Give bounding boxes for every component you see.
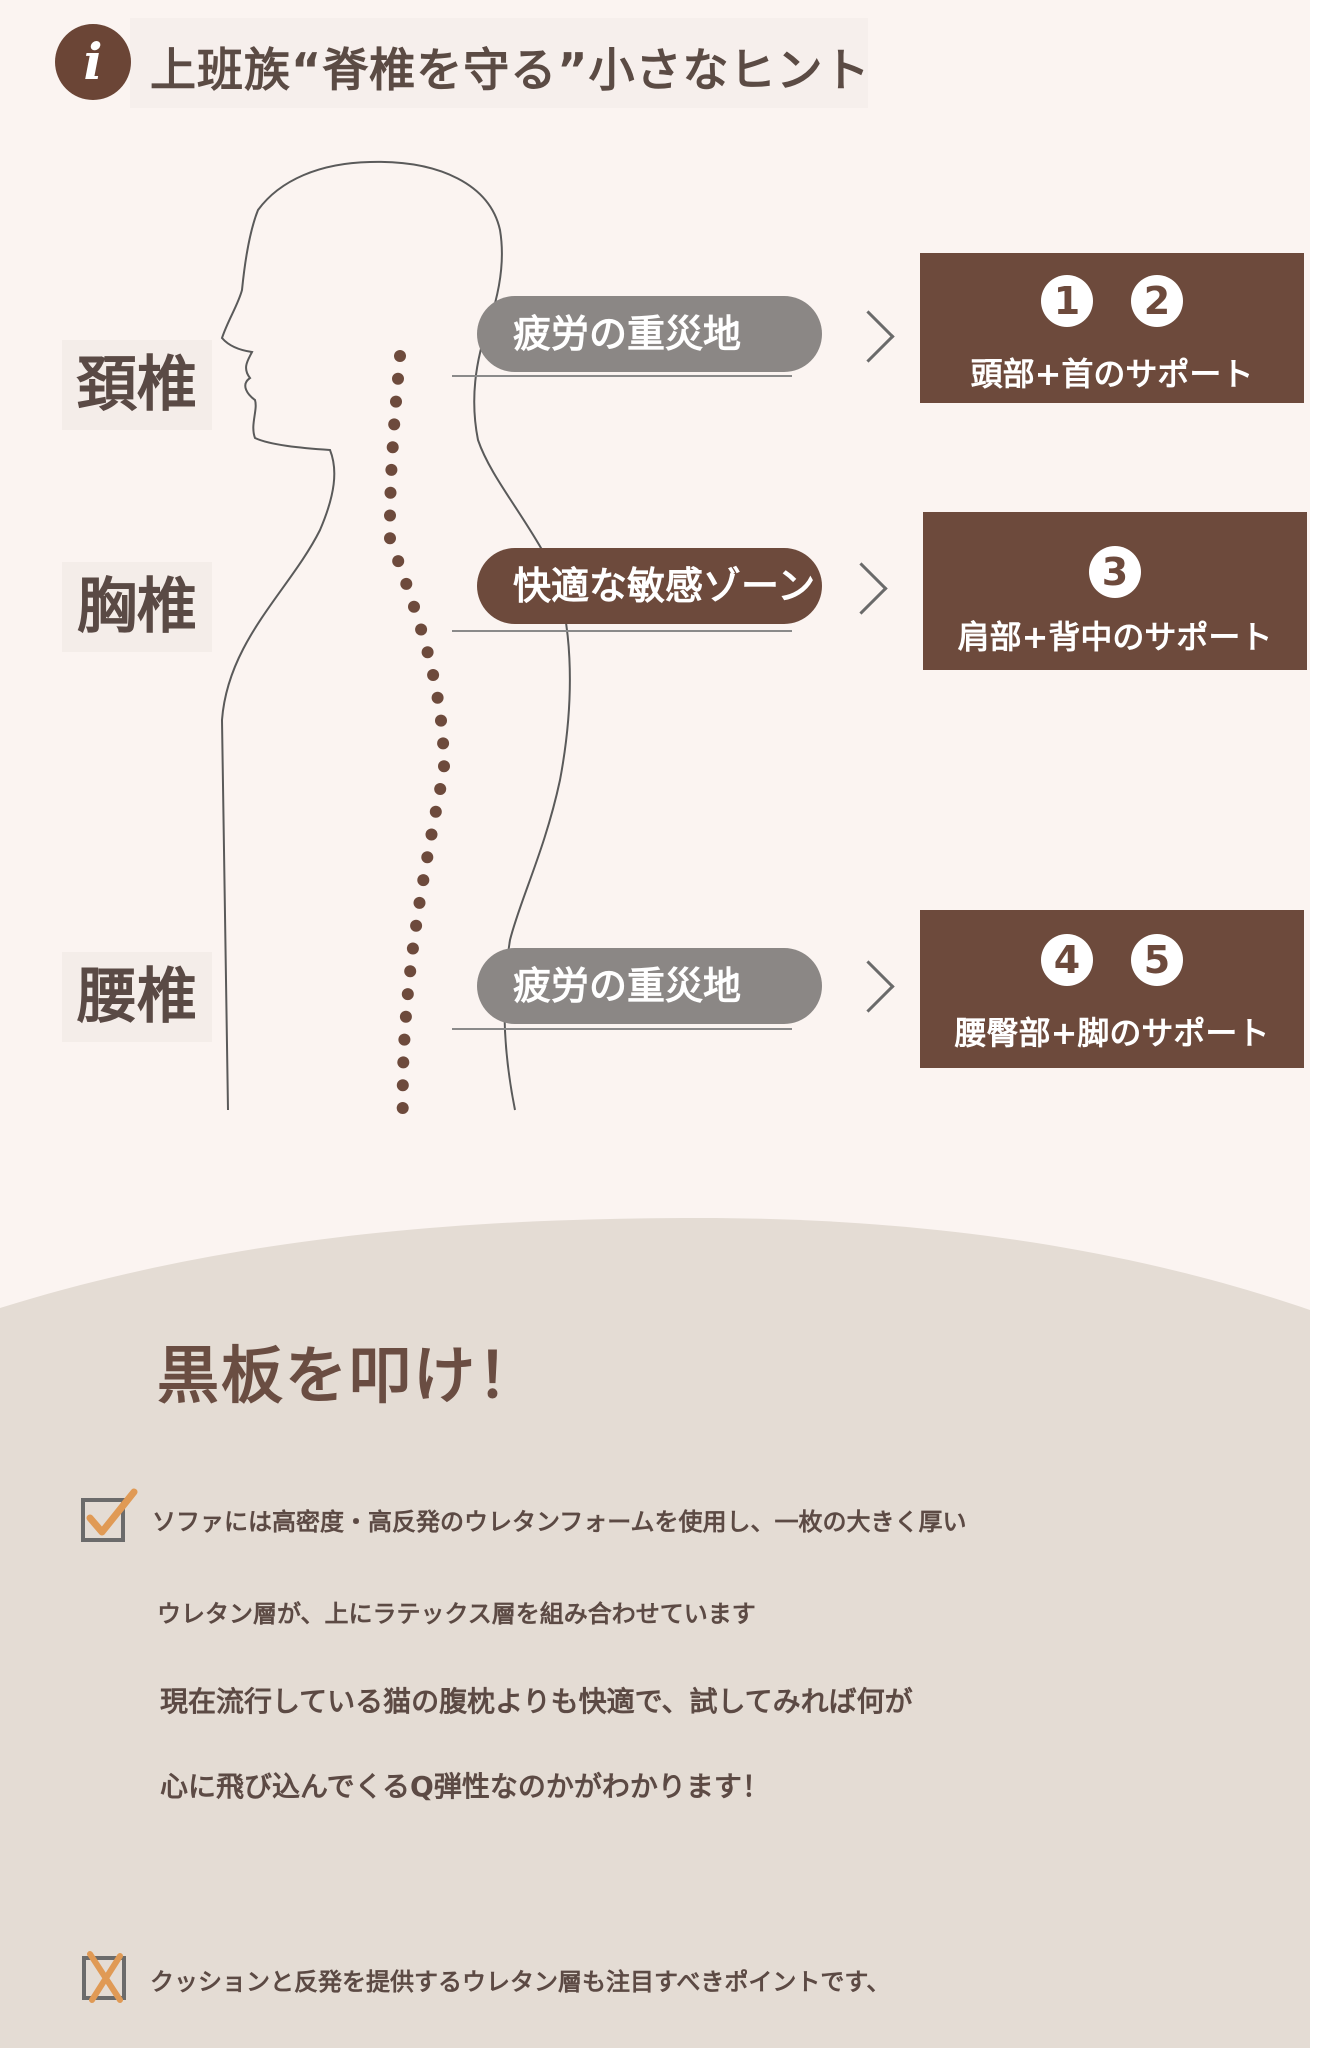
spine-dot	[390, 395, 402, 408]
tip-paragraph-line: 現在流行している猫の腹枕よりも快適で、試してみれば何が	[160, 1685, 913, 1718]
spine-dot	[388, 418, 401, 431]
tips-background	[0, 1218, 1310, 2048]
section-label-lumbar: 腰椎	[62, 952, 212, 1042]
tip-paragraph-line: クッションと反発を提供するウレタン層も注目すべきポイントです、	[150, 1968, 891, 1996]
checkbox-cross-icon	[82, 1951, 126, 2003]
spine-dot	[438, 760, 450, 773]
spine-dot	[413, 896, 426, 909]
spine-dot	[408, 600, 420, 613]
spine-dot	[404, 965, 417, 978]
spine-dot	[397, 1056, 410, 1069]
spine-dot	[396, 1102, 409, 1114]
spine-dot	[427, 669, 440, 681]
pill-underline	[452, 630, 792, 632]
spine-dot	[396, 1079, 409, 1092]
spine-dot	[392, 555, 405, 568]
support-numbers: 1 2	[920, 275, 1304, 327]
support-label: 腰臀部+脚のサポート	[954, 1014, 1270, 1052]
spine-dots	[384, 350, 450, 1114]
number-badge: 1	[1041, 275, 1093, 327]
number-badge: 4	[1041, 934, 1093, 986]
spine-dot	[434, 783, 447, 795]
spine-dot	[406, 942, 419, 955]
support-box-waist-legs: 4 5 腰臀部+脚のサポート	[920, 910, 1304, 1068]
spine-dot	[384, 486, 397, 499]
spine-dot	[429, 805, 442, 818]
tips-title: 黒板を叩け！	[157, 1339, 542, 1412]
pill-underline	[452, 1028, 792, 1030]
support-box-head-neck: 1 2 頭部+首のサポート	[920, 253, 1304, 403]
spine-dot	[437, 737, 450, 750]
support-box-shoulder-back: 3 肩部+背中のサポート	[923, 512, 1307, 670]
number-badge: 2	[1131, 275, 1183, 327]
spine-dot	[421, 851, 434, 864]
spine-dot	[435, 714, 447, 727]
support-label: 肩部+背中のサポート	[957, 618, 1273, 656]
spine-dot	[400, 577, 413, 590]
number-badge: 5	[1131, 934, 1183, 986]
spine-dot	[425, 828, 438, 841]
checkbox-checked-icon	[81, 1488, 138, 1542]
tip-paragraph-line: ソファには高密度・高反発のウレタンフォームを使用し、一枚の大きく厚い	[152, 1508, 967, 1536]
spine-dot	[392, 372, 404, 385]
zone-pill-fatigue-lower: 疲労の重災地	[477, 948, 822, 1024]
page-edge	[1310, 0, 1322, 2048]
spine-dot	[394, 350, 406, 362]
number-badge: 3	[1089, 546, 1141, 598]
body-outline	[220, 160, 571, 1111]
tip-paragraph-line: ウレタン層が、上にラテックス層を組み合わせています	[157, 1600, 756, 1628]
support-numbers: 4 5	[920, 934, 1304, 986]
support-label: 頭部+首のサポート	[970, 355, 1254, 393]
tip-paragraph-line: 心に飛び込んでくるQ弾性なのかがわかります！	[160, 1770, 770, 1803]
spine-dot	[421, 646, 434, 659]
spine-dot	[398, 1033, 411, 1046]
zone-pill-fatigue-upper: 疲労の重災地	[477, 296, 822, 372]
page-title: 上班族“脊椎を守る”小さなヒント	[150, 43, 871, 97]
spine-dot	[386, 441, 399, 454]
spine-dot	[431, 691, 444, 704]
support-numbers: 3	[923, 546, 1307, 598]
section-label-cervical: 頚椎	[62, 340, 212, 430]
pill-underline	[452, 375, 792, 377]
section-label-thoracic: 胸椎	[62, 562, 212, 652]
spine-dot	[415, 623, 428, 636]
spine-dot	[384, 509, 396, 522]
body-silhouette-figure	[220, 160, 571, 1114]
spine-dot	[417, 874, 430, 887]
spine-dot	[384, 532, 396, 545]
spine-dot	[410, 919, 423, 932]
spine-dot	[399, 1010, 412, 1023]
header-bar	[130, 18, 868, 108]
spine-dot	[401, 988, 414, 1001]
info-icon: i	[55, 24, 131, 100]
spine-dot	[385, 463, 398, 476]
zone-pill-comfort: 快適な敏感ゾーン	[477, 548, 822, 624]
